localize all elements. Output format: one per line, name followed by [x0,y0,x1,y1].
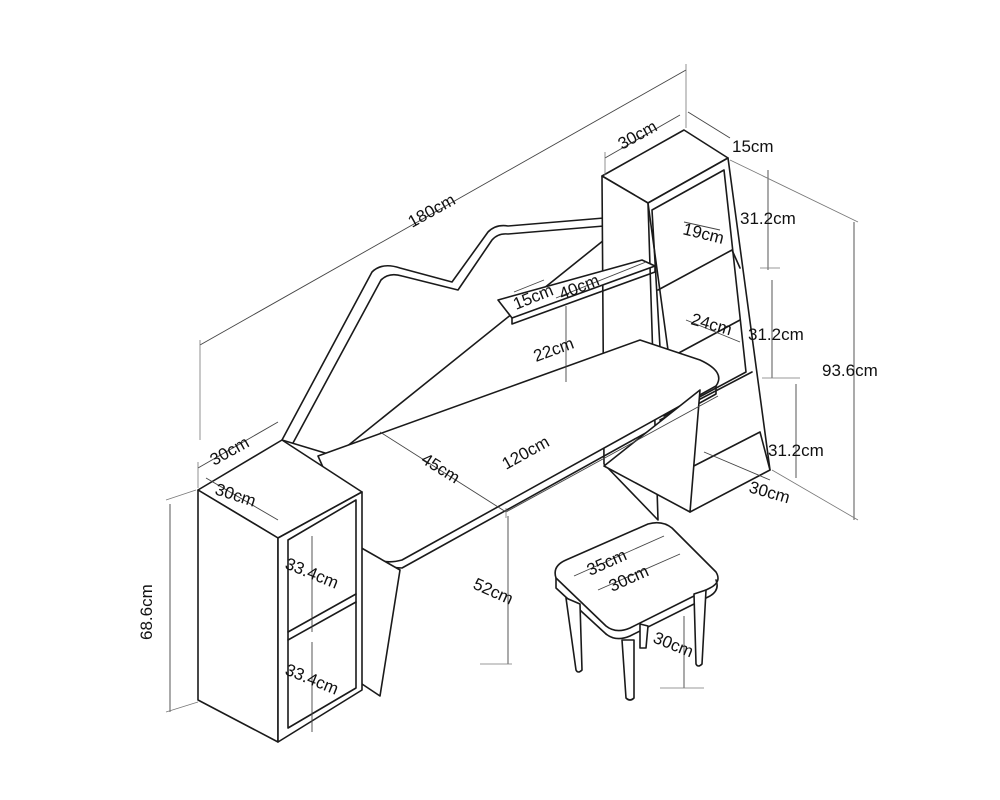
dimension-lines [165,64,859,732]
label-right-shelf-top: 31.2cm [740,209,796,228]
label-right-shelf-bottom: 31.2cm [768,441,824,460]
label-left-cabinet-height: 68.6cm [137,584,156,640]
label-desk-height: 52cm [470,574,516,608]
label-stool-height: 30cm [651,628,697,661]
label-right-total-height: 93.6cm [822,361,878,380]
label-total-width: 180cm [405,190,459,231]
desk-top [317,339,720,697]
back-panel [281,217,605,457]
stool [554,521,719,701]
label-right-shelf-mid: 31.2cm [748,325,804,344]
label-right-base-depth: 30cm [747,478,792,508]
label-small-shelf-height: 22cm [531,334,577,366]
label-right-tower-depth: 15cm [732,137,774,156]
left-cabinet [197,439,363,743]
